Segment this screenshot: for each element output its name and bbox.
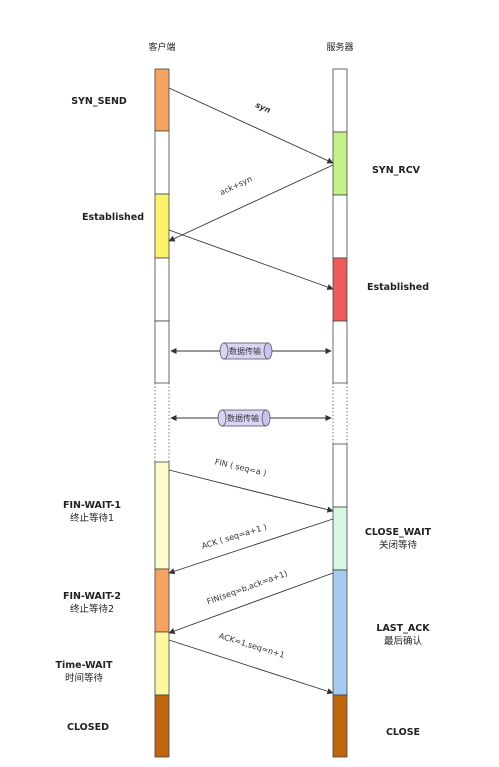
label-msg-fin: FIN ( seq=a ) [214, 457, 267, 478]
client-lifeline [154, 68, 170, 758]
arrow-ack-close [168, 518, 334, 575]
arrow-fin [168, 469, 334, 513]
client-segment-fin-wait-1 [154, 461, 170, 570]
server-title: 服务器 [326, 41, 353, 53]
label-last-ack: LAST_ACK [376, 623, 430, 634]
client-segment-fin-wait-2 [154, 568, 170, 633]
server-segment-established [332, 257, 348, 322]
server-segment-close-wait [332, 506, 348, 571]
label-fin-wait-1-cn: 终止等待1 [70, 512, 114, 524]
server-segment-close [332, 694, 348, 758]
label-msg-ack-syn: ack+syn [218, 174, 253, 197]
label-time-wait: Time-WAIT [55, 660, 113, 671]
label-fin-wait-2: FIN-WAIT-2 [63, 591, 121, 602]
client-title: 客户端 [148, 41, 175, 53]
client-dotted-gap [154, 383, 170, 462]
label-msg-ack: ACK ( seq=a+1 ) [201, 522, 268, 550]
server-segment-idle [332, 320, 348, 384]
data-transfer-label-1: 数据传输 [229, 346, 261, 356]
label-syn-send: SYN_SEND [71, 96, 127, 107]
label-fin-wait-1: FIN-WAIT-1 [63, 500, 121, 511]
server-segment-last-ack [332, 569, 348, 696]
label-msg-last-ack: ACK=1,seq=n+1 [218, 631, 286, 660]
server-segment-listen [332, 68, 348, 133]
label-msg-fin-ack: FIN(seq=b,ack=a+1) [206, 569, 289, 607]
server-segment-syn-rcv [332, 131, 348, 196]
label-msg-syn: syn [254, 100, 272, 115]
client-segment-closed [154, 694, 170, 758]
label-time-wait-cn: 时间等待 [65, 672, 104, 684]
label-close-wait-cn: 关闭等待 [379, 539, 418, 551]
server-lifeline [332, 68, 348, 758]
arrow-fin-ack [168, 572, 334, 635]
client-segment-wait [154, 130, 170, 195]
data-transfer-label-2: 数据传输 [227, 413, 259, 423]
arrow-syn [168, 87, 334, 164]
label-last-ack-cn: 最后确认 [384, 635, 423, 647]
label-client-closed: CLOSED [67, 722, 109, 733]
label-close-wait: CLOSE_WAIT [365, 527, 432, 538]
arrow-ack [168, 229, 334, 291]
client-segment-syn-send [154, 68, 170, 132]
label-server-close: CLOSE [386, 727, 420, 738]
server-segment-pre-close [332, 443, 348, 508]
label-server-established: Established [367, 282, 429, 293]
server-dotted-gap [332, 383, 348, 444]
client-segment-idle-2 [154, 320, 170, 384]
data-transfer-cylinder-1: 数据传输 [219, 342, 273, 360]
client-segment-time-wait [154, 631, 170, 696]
arrow-last-ack [168, 639, 334, 695]
label-client-established: Established [82, 212, 144, 223]
client-segment-established [154, 193, 170, 259]
data-transfer-cylinder-2: 数据传输 [217, 409, 271, 427]
label-syn-rcv: SYN_RCV [372, 165, 421, 176]
server-segment-wait [332, 194, 348, 259]
label-fin-wait-2-cn: 终止等待2 [70, 603, 114, 615]
arrow-ack-syn [168, 164, 334, 242]
client-segment-idle-1 [154, 257, 170, 322]
